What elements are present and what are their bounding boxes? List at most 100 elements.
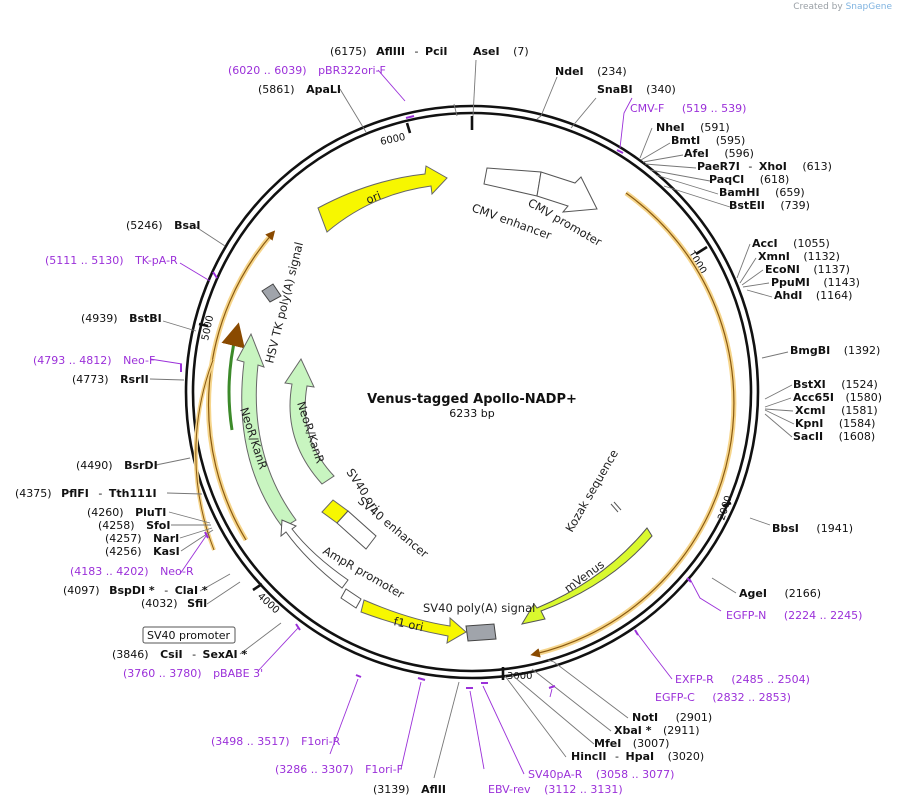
enzyme-bsrDI: BsrDI <box>124 459 158 472</box>
svg-text:(4032) SfiI: (4032) SfiI <box>141 597 207 610</box>
svg-text:(5246) BsaI: (5246) BsaI <box>126 219 201 232</box>
enzyme-nheI-pos: (591) <box>700 121 730 134</box>
enzyme-bspDI: BspDI * <box>109 584 155 597</box>
sv40-enhancer-box <box>336 510 377 550</box>
primer-exfpr-range: (2485 .. 2504) <box>731 673 810 686</box>
plasmid-length: 6233 bp <box>449 407 494 420</box>
primer-f1orir-name: F1ori-R <box>301 735 341 748</box>
primer-neof-range: (4793 .. 4812) <box>33 354 112 367</box>
svg-text:AccI (1055): AccI (1055) <box>752 237 830 250</box>
primer-pbabe-range: (3760 .. 3780) <box>123 667 202 680</box>
enzyme-xmnI-pos: (1132) <box>803 250 840 263</box>
enzyme-aflIII: AflIII <box>376 45 405 58</box>
neor-inner-arrow <box>284 357 335 485</box>
enzyme-sacII-pos: (1608) <box>839 430 876 443</box>
svg-text:(4490) BsrDI: (4490) BsrDI <box>76 459 158 472</box>
enzyme-ahdI-pos: (1164) <box>816 289 853 302</box>
enzyme-bbsI: BbsI <box>772 522 799 535</box>
enzyme-kasI: KasI <box>153 545 180 558</box>
enzyme-ageI: AgeI <box>739 587 767 600</box>
neor-outer-arrow <box>236 332 297 529</box>
primer-f1orif-name: F1ori-F <box>365 763 403 776</box>
tick-6000: 6000 <box>379 132 406 148</box>
orf-arcs <box>193 190 737 658</box>
enzyme-paeR7I-pos: (613) <box>802 160 832 173</box>
svg-text:XcmI (1581): XcmI (1581) <box>795 404 878 417</box>
enzyme-notI: NotI <box>632 711 658 724</box>
primer-ebv-name: EBV-rev <box>488 783 531 796</box>
scale-ticks <box>198 116 732 680</box>
tick-4000: 4000 <box>255 591 281 616</box>
svg-text:(4793 .. 4812) Neo-F: (4793 .. 4812) Neo-F <box>33 354 155 367</box>
enzyme-tth111I: Tth111I <box>109 487 157 500</box>
enzyme-aseI-pos: (7) <box>513 45 529 58</box>
enzyme-kpnI: KpnI <box>795 417 823 430</box>
plasmid-name: Venus-tagged Apollo-NADP+ <box>367 392 577 407</box>
primer-egfpn-range: (2224 .. 2245) <box>784 609 863 622</box>
enzyme-sep: - <box>164 584 168 597</box>
svg-text:MfeI (3007): MfeI (3007) <box>594 737 669 750</box>
enzyme-bamHI-pos: (659) <box>775 186 805 199</box>
enzyme-bsrDI-pos: (4490) <box>76 459 113 472</box>
svg-text:KpnI (1584): KpnI (1584) <box>795 417 875 430</box>
svg-text:XbaI * (2911): XbaI * (2911) <box>614 724 700 737</box>
enzyme-ndeI: NdeI <box>555 65 584 78</box>
enzyme-paqCI: PaqCI <box>709 173 744 186</box>
svg-text:PaeR7I - XhoI: PaeR7I - XhoI (613) <box>697 160 832 173</box>
svg-text:PaqCI (618): PaqCI (618) <box>709 173 789 186</box>
enzyme-acc65I: Acc65I <box>793 391 834 404</box>
f1-ori-label: f1 ori <box>392 614 424 634</box>
svg-text:(4258) SfoI: (4258) SfoI <box>98 519 170 532</box>
enzyme-kasI-pos: (4256) <box>105 545 142 558</box>
svg-text:(5111 .. 5130) TK-pA-R: (5111 .. 5130) TK-pA-R <box>45 254 178 267</box>
svg-text:(4773) RsrII: (4773) RsrII <box>72 373 149 386</box>
svg-text:(4939) BstBI: (4939) BstBI <box>81 312 162 325</box>
enzyme-snaBI: SnaBI <box>597 83 633 96</box>
primer-ticks <box>180 115 692 689</box>
ampr-promoter-small <box>340 588 362 609</box>
ampr-promoter-arrow <box>280 519 349 589</box>
svg-text:AgeI (2166): AgeI (2166) <box>739 587 821 600</box>
svg-text:(5861) ApaLI: (5861) ApaLI <box>258 83 341 96</box>
enzyme-leaders <box>149 59 795 779</box>
enzyme-narI: NarI <box>153 532 179 545</box>
enzyme-xhoI: XhoI <box>759 160 787 173</box>
backbone <box>184 104 760 680</box>
svg-text:(4260) PluTI: (4260) PluTI <box>87 506 166 519</box>
ori-arrow <box>317 165 448 233</box>
enzyme-ppuMI: PpuMI <box>771 276 810 289</box>
primer-neof-name: Neo-F <box>123 354 155 367</box>
enzyme-pluTI-pos: (4260) <box>87 506 124 519</box>
svg-text:AhdI (1164): AhdI (1164) <box>774 289 852 302</box>
enzyme-sep: - <box>192 648 196 661</box>
enzyme-aflII-pos: (3139) <box>373 783 410 796</box>
svg-text:(4257) NarI: (4257) NarI <box>105 532 179 545</box>
enzyme-narI-pos: (4257) <box>105 532 142 545</box>
svg-text:(4375) PflFI -: (4375) PflFI - Tth111I <box>15 487 157 500</box>
enzyme-pluTI: PluTI <box>135 506 166 519</box>
enzyme-bmgBI-pos: (1392) <box>844 344 881 357</box>
svg-text:AseI (7): AseI (7) <box>473 45 529 58</box>
svg-text:BamHI (659): BamHI (659) <box>719 186 805 199</box>
enzyme-pciI: PciI <box>425 45 447 58</box>
enzyme-ppuMI-pos: (1143) <box>823 276 860 289</box>
svg-text:SV40pA-R (3058 .. 3077): SV40pA-R (3058 .. 3077) <box>528 768 674 781</box>
enzyme-ndeI-pos: (234) <box>597 65 627 78</box>
primer-cmvf-name: CMV-F <box>630 102 664 115</box>
enzyme-csiI: CsiI <box>160 648 182 661</box>
enzyme-sep: - <box>415 45 419 58</box>
f1-ori-arrow <box>360 599 467 644</box>
enzyme-bsaI-pos: (5246) <box>126 219 163 232</box>
enzyme-sfiI: SfiI <box>187 597 207 610</box>
enzyme-pflFI-pos: (4375) <box>15 487 52 500</box>
svg-text:HincII - HpaI: HincII - HpaI (3020) <box>571 750 704 763</box>
enzyme-xbaI: XbaI * <box>614 724 652 737</box>
svg-text:PpuMI (1143): PpuMI (1143) <box>771 276 860 289</box>
enzyme-hpaI: HpaI <box>626 750 655 763</box>
enzyme-sep: - <box>748 160 752 173</box>
primer-neor-name: Neo-R <box>160 565 194 578</box>
svg-text:(4097) BspDI * -: (4097) BspDI * - ClaI * <box>63 584 208 597</box>
enzyme-bstBI: BstBI <box>129 312 162 325</box>
tick-3000: 3000 <box>507 671 532 682</box>
enzyme-apaLI-pos: (5861) <box>258 83 295 96</box>
